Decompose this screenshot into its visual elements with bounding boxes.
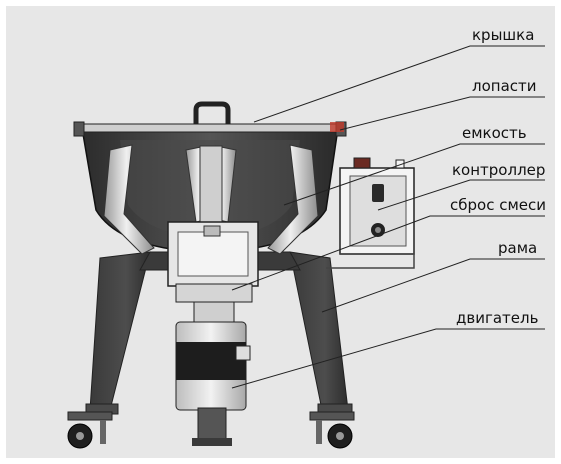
controller-box	[326, 157, 415, 269]
frame	[85, 251, 353, 415]
label-frame: рама	[498, 239, 538, 257]
label-blades: лопасти	[472, 77, 537, 95]
discharge-gate	[167, 221, 259, 303]
motor	[175, 301, 251, 446]
label-motor: двигатель	[456, 309, 539, 327]
lid	[73, 101, 347, 137]
caster-wheels	[67, 411, 355, 449]
leader-lines	[231, 45, 545, 389]
label-lid: крышка	[472, 26, 535, 44]
label-tank: емкость	[462, 124, 527, 142]
label-controller: контроллер	[452, 161, 546, 179]
label-discharge: сброс смеси	[450, 196, 546, 214]
blades	[103, 144, 319, 255]
